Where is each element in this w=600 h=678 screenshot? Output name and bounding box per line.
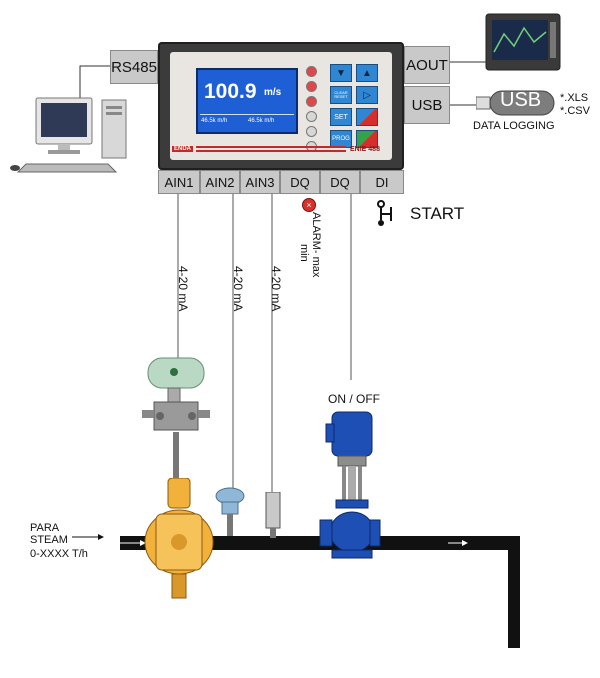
pipe-label-line3: 0-XXXX T/h xyxy=(30,548,88,560)
set-button[interactable]: SET xyxy=(330,108,352,126)
clear-reset-button[interactable]: CLEAR RESET xyxy=(330,86,352,104)
data-logging-label: DATA LOGGING xyxy=(473,120,555,132)
flow-meter-icon xyxy=(144,478,214,599)
display-sub-right: 46.5k m/h xyxy=(248,118,275,124)
up-arrow-button[interactable]: ▲ xyxy=(356,64,378,82)
rs485-port-label: RS485 xyxy=(110,50,158,84)
display-value: 100.9 xyxy=(204,80,257,103)
port-dq2: DQ xyxy=(320,170,360,194)
computer-icon xyxy=(10,97,127,173)
transmitter-tube xyxy=(173,432,179,484)
right-arrow-button[interactable]: ▷ xyxy=(356,86,378,104)
controller-device: 100.9 m/s 46.5k m/h 46.5k m/h ▼ ▲ CLEAR … xyxy=(158,42,404,170)
ain1-signal-label: 4-20 mA xyxy=(176,266,190,312)
pipe-label-line2: STEAM xyxy=(30,534,68,546)
start-switch-icon xyxy=(377,200,392,226)
play-icon: ▷ xyxy=(363,89,371,101)
status-led-column xyxy=(306,66,317,152)
down-arrow-icon: ▼ xyxy=(336,67,346,79)
steam-pipe xyxy=(72,534,520,648)
controller-screen: 100.9 m/s 46.5k m/h 46.5k m/h xyxy=(196,68,298,134)
controller-front-panel: 100.9 m/s 46.5k m/h 46.5k m/h ▼ ▲ CLEAR … xyxy=(170,52,392,160)
port-ain2: AIN2 xyxy=(200,170,240,194)
led-indicator xyxy=(306,66,317,77)
usb-stick-label: USB xyxy=(500,89,542,111)
port-di: DI xyxy=(360,170,404,194)
port-ain1: AIN1 xyxy=(158,170,200,194)
ain2-signal-label: 4-20 mA xyxy=(231,266,245,312)
alarm-label-min: min xyxy=(298,244,310,262)
alarm-label: ALARM- max xyxy=(310,212,322,278)
csv-extension: *.CSV xyxy=(560,105,590,117)
aout-port-label: AOUT xyxy=(404,46,450,84)
brand-logo: ENDA xyxy=(172,146,194,152)
run-key-button[interactable] xyxy=(356,130,378,148)
ain3-signal-label: 4-20 mA xyxy=(269,266,283,312)
temperature-sensor-icon xyxy=(215,487,245,536)
valve-label: ON / OFF xyxy=(328,392,380,406)
display-sub-left: 46.5k m/h xyxy=(201,118,228,124)
pressure-transmitter-icon xyxy=(142,357,210,431)
led-indicator xyxy=(306,96,317,107)
start-label: START xyxy=(410,204,465,223)
rs485-wire xyxy=(79,65,112,100)
pressure-sensor-icon xyxy=(265,492,281,538)
led-indicator xyxy=(306,81,317,92)
usb-stick-icon xyxy=(476,90,555,116)
display-unit: m/s xyxy=(264,87,282,98)
led-indicator xyxy=(306,126,317,137)
down-arrow-button[interactable]: ▼ xyxy=(330,64,352,82)
bottom-port-strip: AIN1 AIN2 AIN3 DQ DQ DI xyxy=(158,170,404,194)
control-valve-icon xyxy=(319,411,381,559)
pipe-label-line1: PARA xyxy=(30,522,60,534)
led-indicator xyxy=(306,111,317,122)
usb-port-label: USB xyxy=(404,86,450,124)
xls-extension: *.XLS xyxy=(560,92,589,104)
port-dq1: DQ xyxy=(280,170,320,194)
model-label: ENIE 488 xyxy=(350,146,380,153)
recorder-icon xyxy=(485,13,561,71)
alarm-key-button[interactable] xyxy=(356,108,378,126)
up-arrow-icon: ▲ xyxy=(362,67,372,79)
alarm-lamp-icon: × xyxy=(302,198,316,212)
port-ain3: AIN3 xyxy=(240,170,280,194)
